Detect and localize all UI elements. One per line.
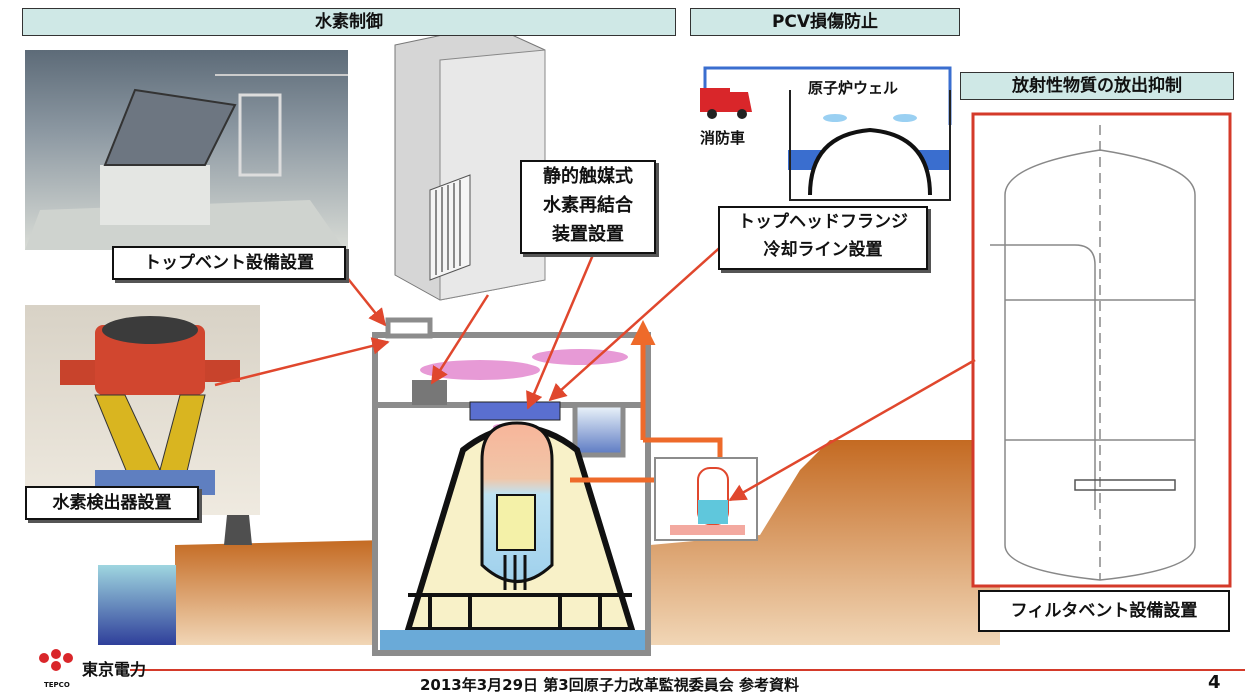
label-top-head-flange: トップヘッドフランジ 冷却ライン設置 [718, 206, 928, 270]
small-filter-vessel [654, 457, 758, 541]
filter-vent-frame [971, 112, 1232, 588]
pcv-top-head-diagram [703, 66, 952, 201]
top-head-flange-line-1: トップヘッドフランジ [738, 212, 908, 232]
recombiner-line-1: 静的触媒式 [543, 166, 633, 187]
top-vent-photo [25, 50, 348, 250]
sea [98, 565, 176, 645]
header-pcv-damage-prevention: PCV損傷防止 [690, 8, 960, 36]
reactor-building [372, 317, 651, 656]
label-recombiner: 静的触媒式 水素再結合 装置設置 [520, 160, 656, 254]
header-hydrogen-control: 水素制御 [22, 8, 676, 36]
top-head-flange-line-2: 冷却ライン設置 [763, 240, 883, 260]
ground [175, 540, 390, 645]
recombiner-line-3: 装置設置 [552, 224, 624, 245]
recombiner-model [394, 24, 546, 301]
detector-photo [25, 305, 260, 515]
footer-logo-text: TEPCO [44, 681, 70, 689]
header-radioactive-release-suppression: 放射性物質の放出抑制 [960, 72, 1234, 100]
label-filter-vent: フィルタベント設備設置 [978, 590, 1230, 632]
recombiner-line-2: 水素再結合 [543, 195, 633, 216]
label-fire-engine: 消防車 [700, 129, 746, 147]
fire-engine-icon [700, 88, 752, 119]
filter-vent-vessel [990, 125, 1196, 581]
footer-page-number: 4 [1208, 672, 1221, 693]
label-reactor-well: 原子炉ウェル [808, 79, 899, 97]
ground-right [650, 440, 1000, 645]
label-top-vent: トップベント設備設置 [112, 246, 346, 280]
footer-caption: 2013年3月29日 第3回原子力改革監視委員会 参考資料 [420, 676, 799, 694]
tepco-logo-icon [39, 649, 73, 671]
leader-arrows [214, 224, 976, 502]
label-hydrogen-detector: 水素検出器設置 [25, 486, 199, 520]
footer-company-name: 東京電力 [82, 660, 147, 679]
